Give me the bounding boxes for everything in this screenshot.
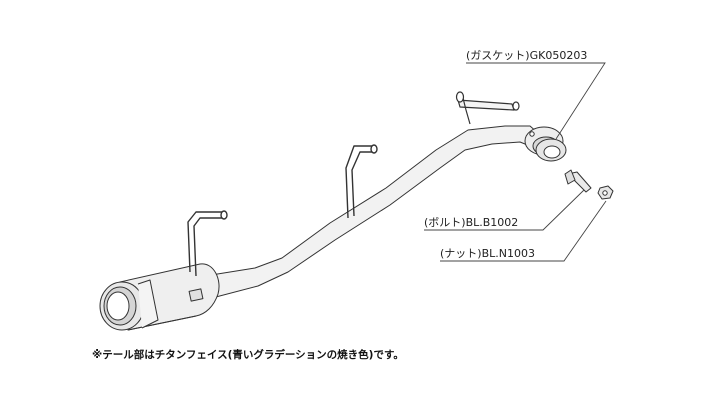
- rear-hanger: [187, 210, 228, 277]
- bolt: [564, 169, 592, 193]
- gasket-leader: [466, 62, 606, 140]
- nut-leader: [440, 200, 607, 262]
- gasket: [535, 138, 567, 162]
- muffler-badge: [188, 288, 204, 302]
- muffler-system-drawing: [99, 91, 614, 331]
- front-hanger: [455, 91, 520, 125]
- titanium-tail-note: ※テール部はチタンフェイス(青いグラデーションの焼き色)です。: [92, 348, 404, 361]
- bolt-label: (ボルト)BL.B1002: [424, 216, 518, 229]
- gasket-label: (ガスケット)GK050203: [466, 49, 587, 62]
- leader-lines: [424, 62, 607, 262]
- center-hanger: [345, 144, 378, 219]
- tail-pipe: [99, 279, 159, 331]
- nut-label: (ナット)BL.N1003: [440, 247, 535, 260]
- nut: [597, 185, 614, 200]
- bolt-leader: [424, 189, 585, 231]
